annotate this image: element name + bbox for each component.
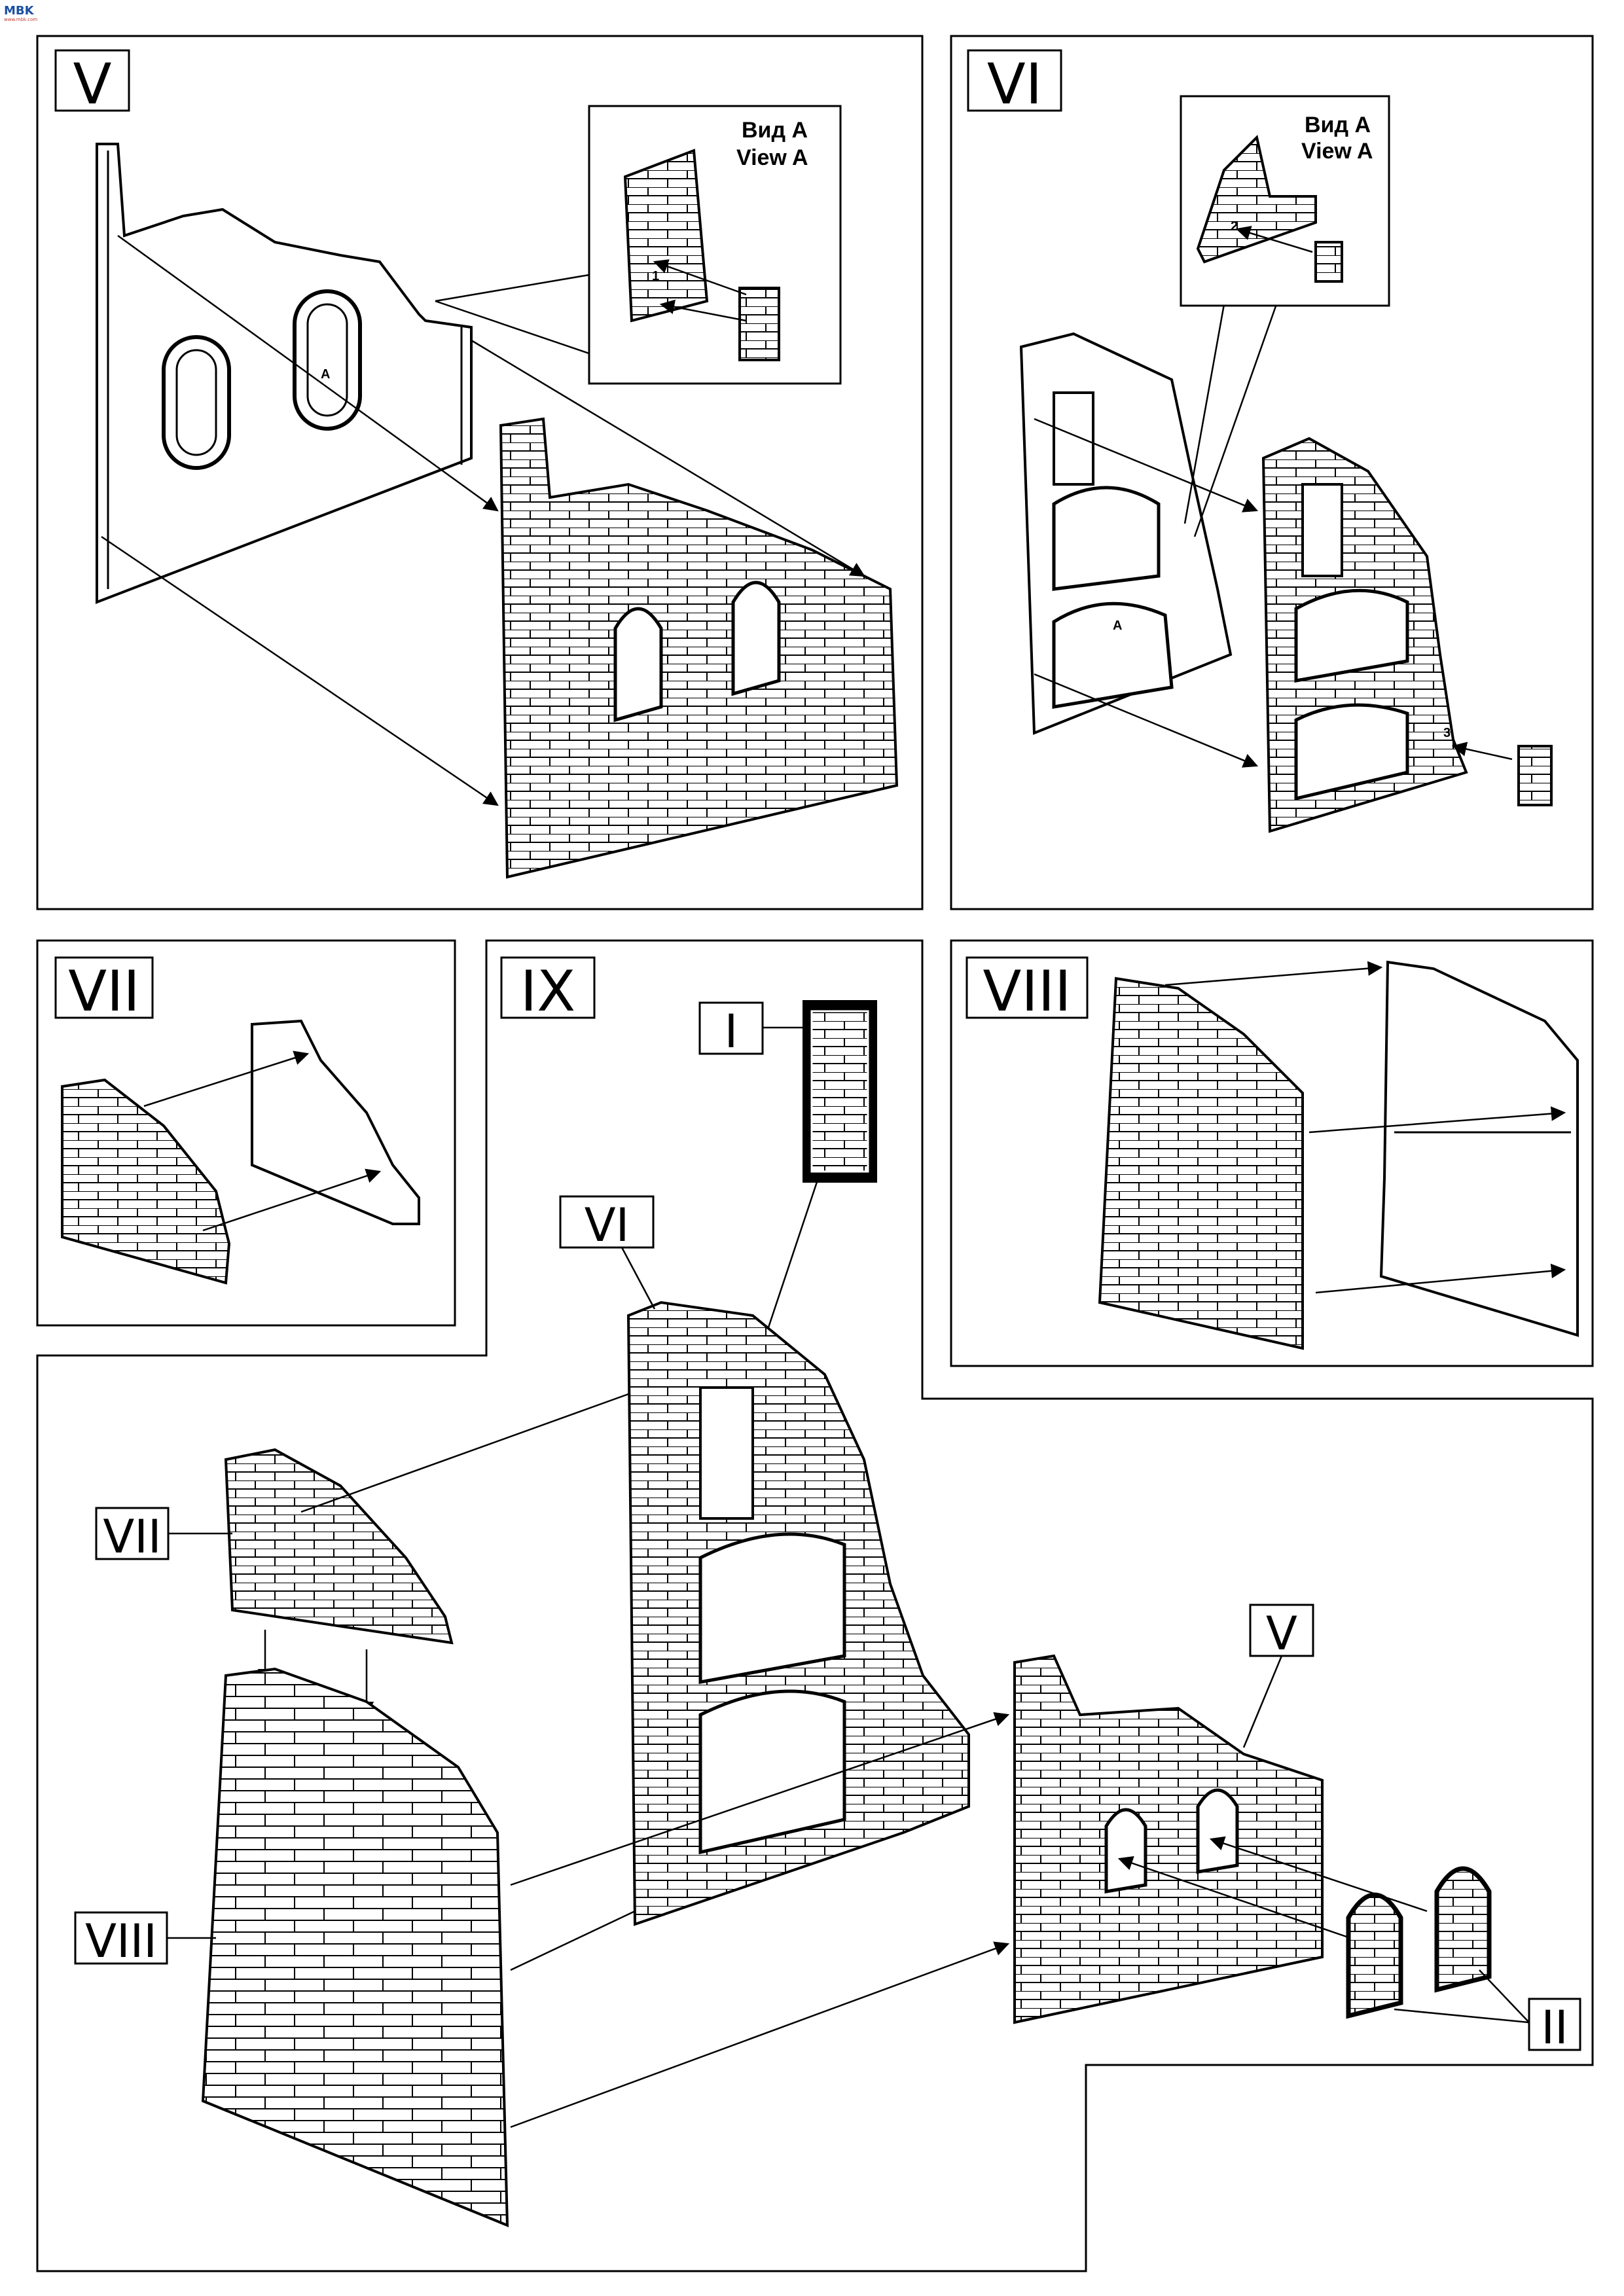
panel-vi-view-en: View A [1301, 139, 1373, 164]
line-viii-to-vi [510, 1910, 636, 1971]
viii-inner-wall [1379, 960, 1579, 1337]
panel-ix: IX I VI VII VIII [36, 939, 1594, 2272]
panel-ix-label-box [500, 956, 596, 1019]
vii-arrow-top [143, 1050, 310, 1107]
panel-vii-label: VII [68, 959, 140, 1024]
logo-text: MBK [4, 4, 34, 18]
leader-ii-2 [1479, 1969, 1530, 2023]
label-v: V [1266, 1607, 1297, 1660]
panel-viii-label-box [965, 956, 1089, 1019]
callout-2: 2 [1231, 219, 1238, 234]
arrow-ii-2 [1209, 1836, 1428, 1912]
window-part-ii-1 [1346, 1892, 1403, 2019]
arrow-viii-to-v-2 [510, 1941, 1010, 2128]
label-i: I [725, 1005, 738, 1058]
panel-vi-view-ru: Вид А [1305, 113, 1371, 137]
label-box-ii [1528, 1998, 1581, 2051]
wall-brick-face [499, 417, 899, 879]
ix-wall-viii [201, 1667, 509, 2228]
panel-v-label-box [54, 49, 130, 112]
label-ii: II [1541, 2001, 1568, 2054]
panel-vii-label-box [54, 956, 154, 1019]
vi-wall-inner: A [1019, 332, 1233, 735]
viii-arrow-1 [1164, 961, 1383, 986]
viii-arrow-3 [1315, 1263, 1566, 1294]
callout-3: 3 [1443, 726, 1451, 740]
panel-v-arrows [101, 234, 865, 806]
label-viii: VIII [85, 1914, 157, 1968]
panel-vi-label-box [967, 49, 1062, 112]
callout-a-v: A [321, 367, 330, 382]
ix-wall-v [1013, 1654, 1324, 2024]
label-vii: VII [103, 1510, 161, 1564]
window-part-i-panes [810, 1010, 869, 1173]
ix-wall-vi-window [699, 1386, 754, 1520]
vii-arrow-bottom [202, 1168, 382, 1232]
panel-vi-label: VI [987, 52, 1042, 117]
panel-ix-frame [36, 939, 1594, 2272]
panel-vii-frame [36, 939, 456, 1327]
panel-vi: VI A 3 Вид А View A [950, 35, 1594, 910]
panel-vi-view-a-inset: Вид А View A 2 [1180, 95, 1390, 307]
viii-arrow-2 [1308, 1106, 1566, 1134]
ix-wall-vi-arch-1 [698, 1532, 846, 1684]
viii-brick-wall [1098, 977, 1304, 1350]
panel-viii: VIII [950, 939, 1594, 1367]
panel-vi-arrows [1034, 304, 1513, 768]
label-box-vi [559, 1195, 655, 1249]
panel-v: V A Вид А V [36, 35, 924, 910]
leader-vi [621, 1247, 656, 1310]
vi-wall-brick: 3 [1261, 437, 1553, 833]
arrow-viii-to-v-1 [510, 1712, 1010, 1886]
publisher-logo: MBK www.mbk.com [4, 4, 46, 22]
panel-ix-label: IX [520, 959, 575, 1024]
panel-v-view-a-inset: Вид А View A 1 [588, 105, 842, 385]
line-vii-to-vi [300, 1393, 629, 1513]
panel-v-frame [36, 35, 924, 910]
panel-v-label: V [73, 52, 112, 117]
callout-a-vi: A [1113, 619, 1122, 633]
logo-subtext: www.mbk.com [4, 17, 38, 22]
wall-inner-face: A [96, 143, 473, 604]
ix-wall-v-window-1 [1104, 1808, 1147, 1893]
panel-v-view-ru: Вид А [742, 118, 808, 143]
ix-wall-v-window-2 [1196, 1788, 1239, 1874]
leader-v [1242, 1655, 1283, 1748]
panel-vii: VII [36, 939, 456, 1327]
arrow-ii-1 [1117, 1856, 1349, 1939]
leader-ii-1 [1394, 2008, 1530, 2024]
panel-viii-label: VIII [983, 959, 1072, 1024]
ix-wall-vi-arch-2 [698, 1689, 846, 1855]
panel-vi-frame [950, 35, 1594, 910]
label-vi: VI [585, 1198, 630, 1252]
window-part-ii-2 [1434, 1866, 1492, 1993]
vii-brick-piece [61, 1078, 231, 1285]
callout-1: 1 [652, 269, 659, 283]
panel-viii-frame [950, 939, 1594, 1367]
vii-inner-piece [251, 1019, 420, 1225]
panel-v-view-en: View A [736, 145, 808, 170]
ix-piece-vii [224, 1448, 454, 1645]
